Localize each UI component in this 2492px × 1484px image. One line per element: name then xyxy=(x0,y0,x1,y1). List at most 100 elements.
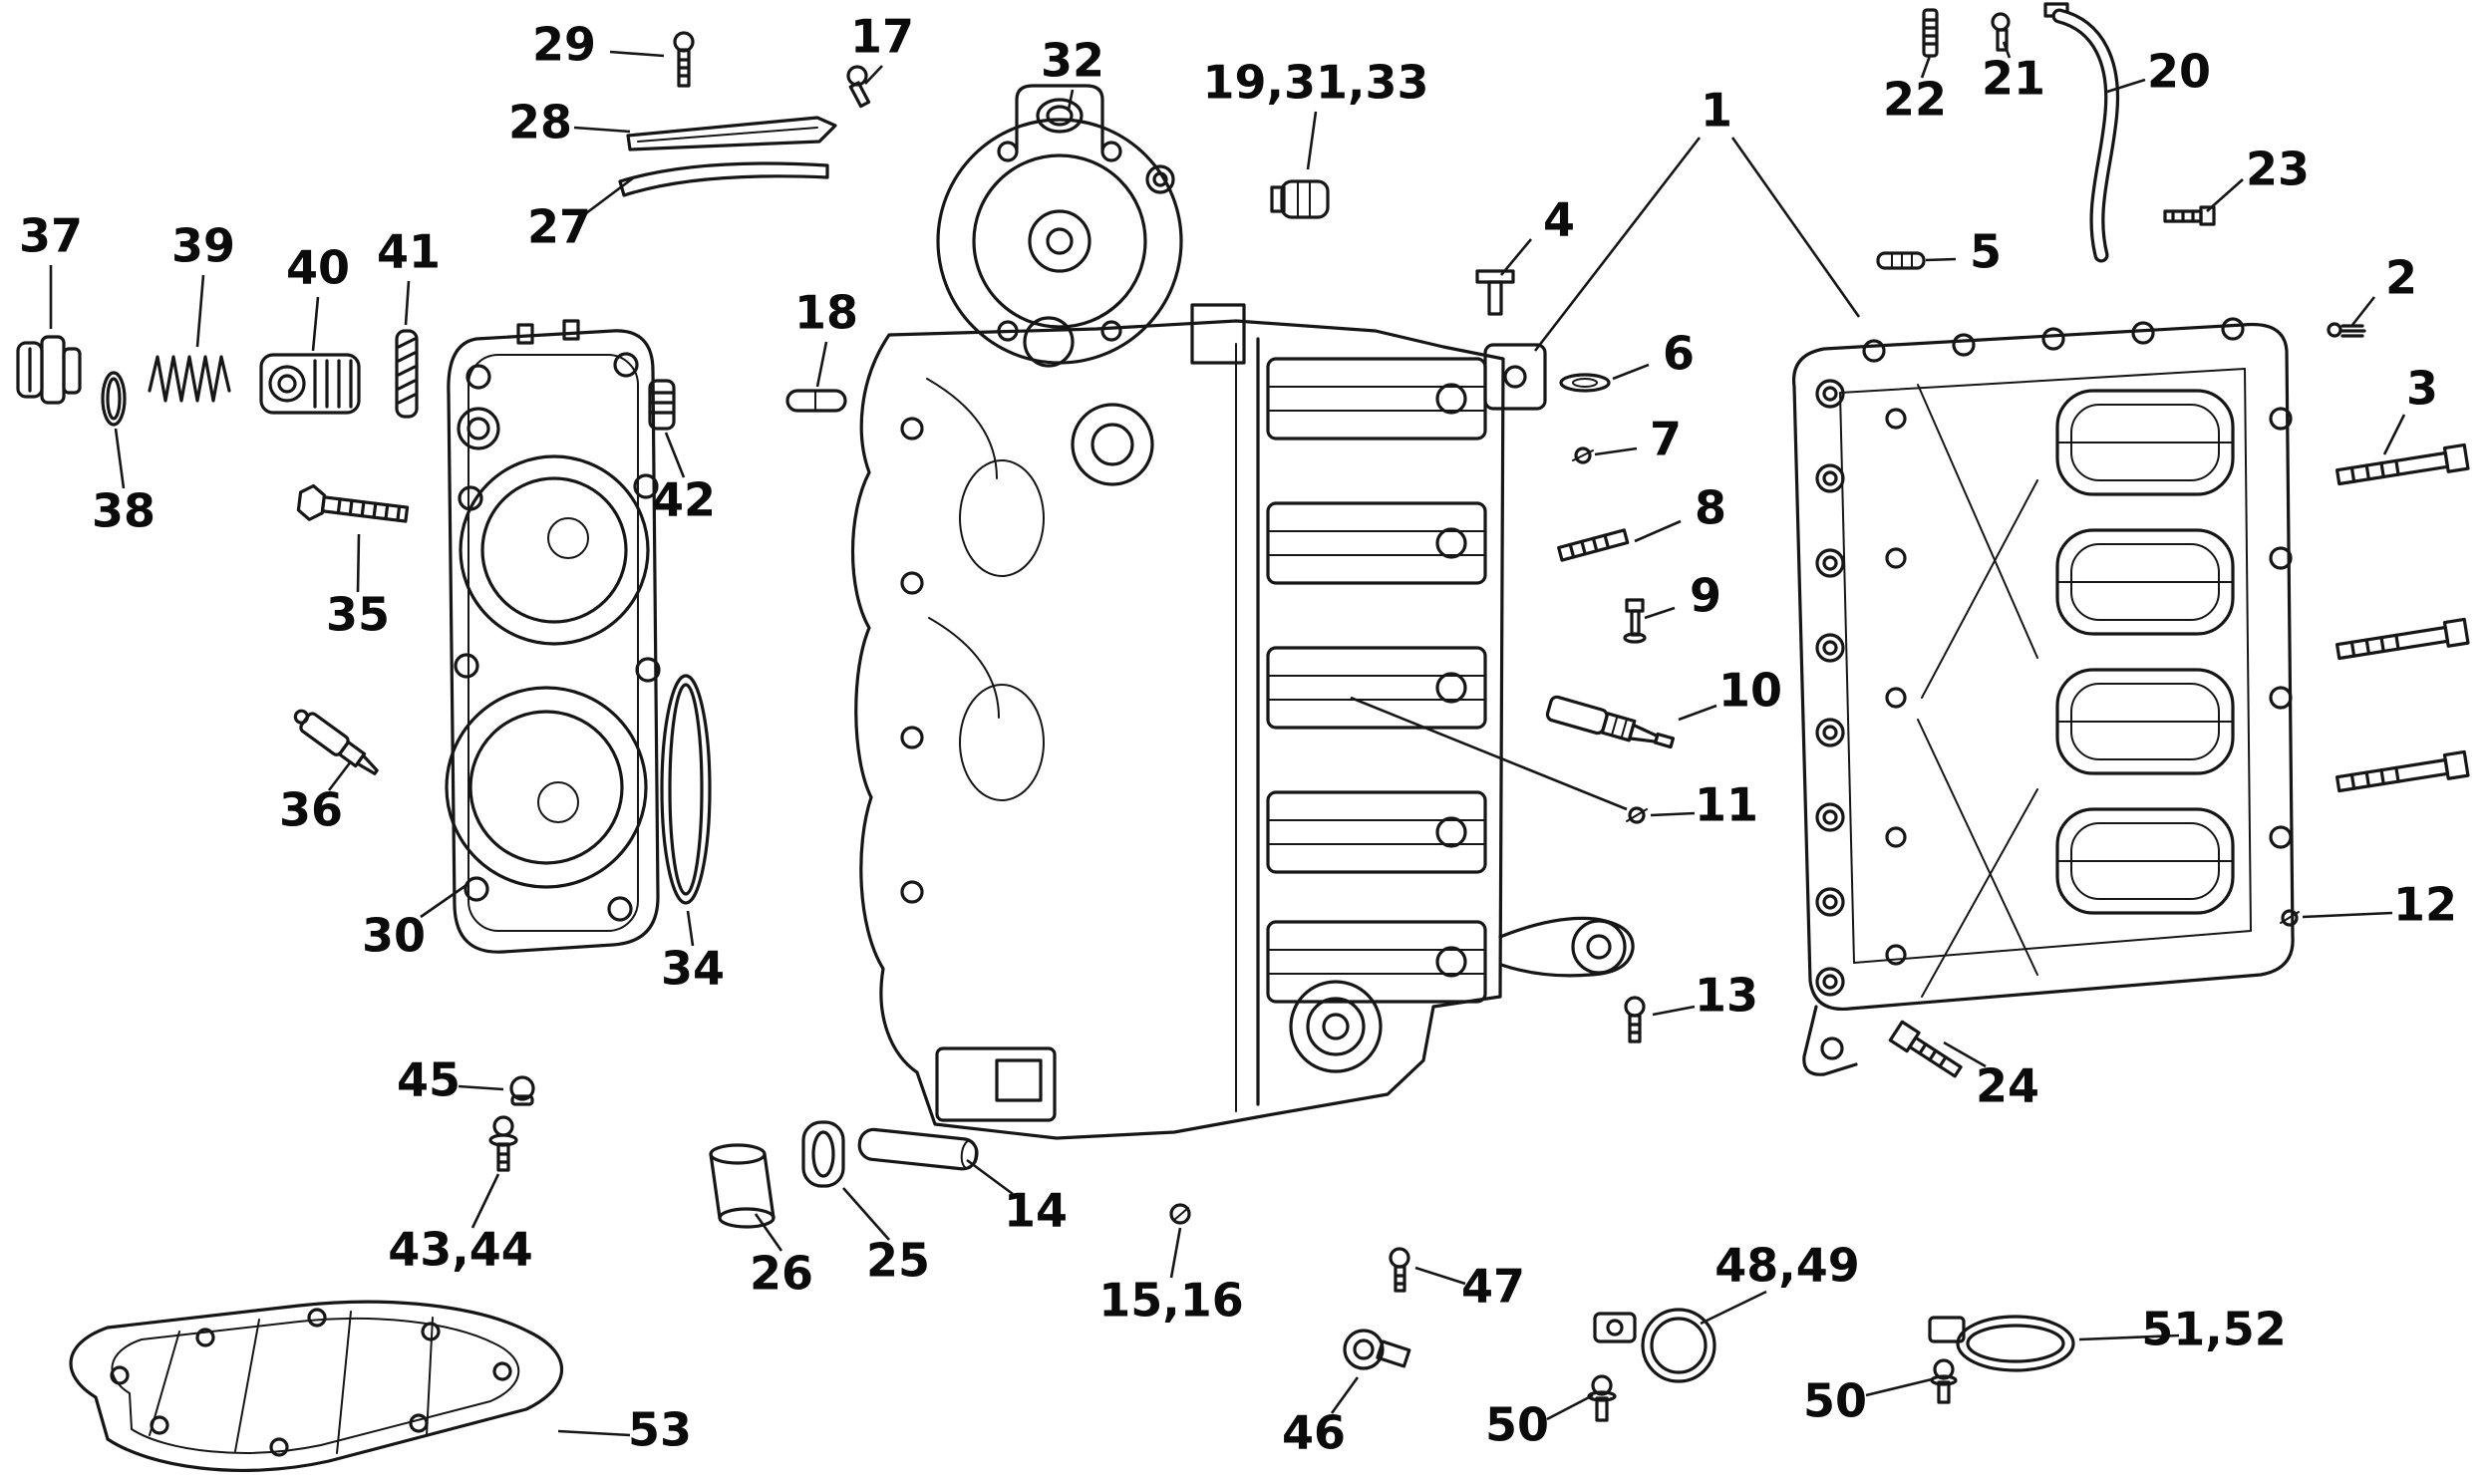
callout-30: 30 xyxy=(362,909,426,963)
part-sparkplug-10 xyxy=(1545,695,1676,749)
callout-9: 9 xyxy=(1690,569,1721,623)
part-bolt-9 xyxy=(1623,598,1647,644)
part-fitting-46 xyxy=(1343,1329,1411,1370)
callout-21: 21 xyxy=(1982,52,2045,106)
callout-34: 34 xyxy=(661,942,725,996)
callout-50: 50 xyxy=(1803,1374,1867,1428)
callout-11: 11 xyxy=(1695,778,1758,832)
leader-line-18 xyxy=(815,341,828,388)
diagram-artwork xyxy=(16,2,2470,1472)
leader-line-51-52 xyxy=(2078,1334,2180,1341)
part-bolt-23 xyxy=(2163,205,2216,226)
callout-1: 1 xyxy=(1701,84,1732,138)
callout-15-16: 15,16 xyxy=(1098,1274,1244,1328)
leader-line-11 xyxy=(1650,811,1696,817)
part-mount-26 xyxy=(709,1143,776,1229)
leader-line-32 xyxy=(1067,89,1075,111)
callout-39: 39 xyxy=(171,219,235,273)
part-sleeve-5 xyxy=(1876,251,1926,270)
part-screw-7 xyxy=(1572,446,1594,464)
part-thermostat-spring xyxy=(148,355,231,403)
callout-6: 6 xyxy=(1663,327,1695,381)
leader-line-6 xyxy=(1612,363,1650,381)
leader-line-29 xyxy=(609,50,665,58)
callout-50: 50 xyxy=(1485,1398,1549,1452)
part-hose-20 xyxy=(2043,2,2120,263)
leader-line-38 xyxy=(114,428,126,489)
part-screw-17 xyxy=(846,65,871,109)
leader-line-42 xyxy=(664,432,686,478)
leader-line-50 xyxy=(1865,1377,1933,1397)
leader-line-7 xyxy=(1594,446,1638,456)
callout-19-31-33: 19,31,33 xyxy=(1203,56,1429,110)
part-fitting-4 xyxy=(1475,269,1515,316)
leader-line-11 xyxy=(1350,696,1628,811)
leader-line-40 xyxy=(311,296,320,352)
part-screw-2 xyxy=(2327,322,2366,338)
leader-line-5 xyxy=(1925,257,1957,262)
leader-line-23 xyxy=(2206,178,2244,212)
crankcase-half-right xyxy=(1791,317,2295,1076)
callout-29: 29 xyxy=(532,18,596,72)
leader-line-10 xyxy=(1678,704,1717,722)
part-pin-18 xyxy=(785,389,847,413)
leader-line-47 xyxy=(1414,1266,1466,1286)
leader-line-24 xyxy=(1943,1040,1987,1068)
part-seal-ring xyxy=(101,371,127,427)
leader-line-27 xyxy=(585,175,635,215)
part-stud-8 xyxy=(1557,528,1630,562)
part-bolt-35 xyxy=(296,483,410,523)
callout-2: 2 xyxy=(2385,251,2417,305)
part-screw-12 xyxy=(2280,909,2300,927)
part-thermostat xyxy=(259,353,361,415)
callout-46: 46 xyxy=(1282,1406,1346,1460)
callout-26: 26 xyxy=(750,1247,813,1301)
leader-line-39 xyxy=(195,274,205,348)
part-grommet-25 xyxy=(801,1120,845,1188)
callout-48-49: 48,49 xyxy=(1714,1239,1860,1293)
part-grommet-42 xyxy=(648,379,676,431)
callout-36: 36 xyxy=(279,783,343,837)
callout-3: 3 xyxy=(2406,362,2438,416)
part-plug-19-31-33 xyxy=(1270,179,1330,219)
leader-line-14 xyxy=(966,1158,1014,1196)
callout-23: 23 xyxy=(2246,143,2310,196)
leader-line-17 xyxy=(864,65,883,85)
leader-line-45 xyxy=(458,1084,504,1091)
callout-51-52: 51,52 xyxy=(2141,1303,2287,1356)
callout-47: 47 xyxy=(1461,1260,1525,1314)
leader-line-1 xyxy=(1533,137,1702,352)
part-screw-11 xyxy=(1626,806,1648,824)
callout-24: 24 xyxy=(1976,1059,2039,1113)
callout-42: 42 xyxy=(652,473,716,527)
part-screw-21 xyxy=(1991,12,2011,52)
callout-32: 32 xyxy=(1041,34,1104,88)
leader-line-2 xyxy=(2350,296,2376,326)
callout-13: 13 xyxy=(1695,969,1758,1023)
callout-53: 53 xyxy=(628,1403,692,1457)
callout-38: 38 xyxy=(92,484,156,538)
part-bolt-50b xyxy=(1930,1358,1958,1404)
leader-line-25 xyxy=(842,1187,890,1241)
part-nut-45 xyxy=(509,1075,535,1106)
part-anode-28 xyxy=(626,116,837,151)
leader-line-53 xyxy=(557,1429,631,1437)
leader-line-22 xyxy=(1920,55,1932,79)
callout-14: 14 xyxy=(1004,1184,1068,1238)
part-bolt-24 xyxy=(1888,1020,1963,1078)
callout-45: 45 xyxy=(397,1053,461,1107)
callout-17: 17 xyxy=(850,10,914,64)
callout-28: 28 xyxy=(508,96,572,149)
callout-20: 20 xyxy=(2147,45,2211,99)
callout-18: 18 xyxy=(794,286,858,340)
leader-line-34 xyxy=(686,910,695,947)
leader-line-1 xyxy=(1730,137,1861,318)
part-clamp-48-49 xyxy=(1593,1308,1716,1383)
leader-line-21 xyxy=(2002,41,2012,59)
crankshaft-journals xyxy=(1266,357,1487,1004)
callout-4: 4 xyxy=(1543,193,1575,247)
part-bolt-43-44 xyxy=(488,1115,518,1172)
